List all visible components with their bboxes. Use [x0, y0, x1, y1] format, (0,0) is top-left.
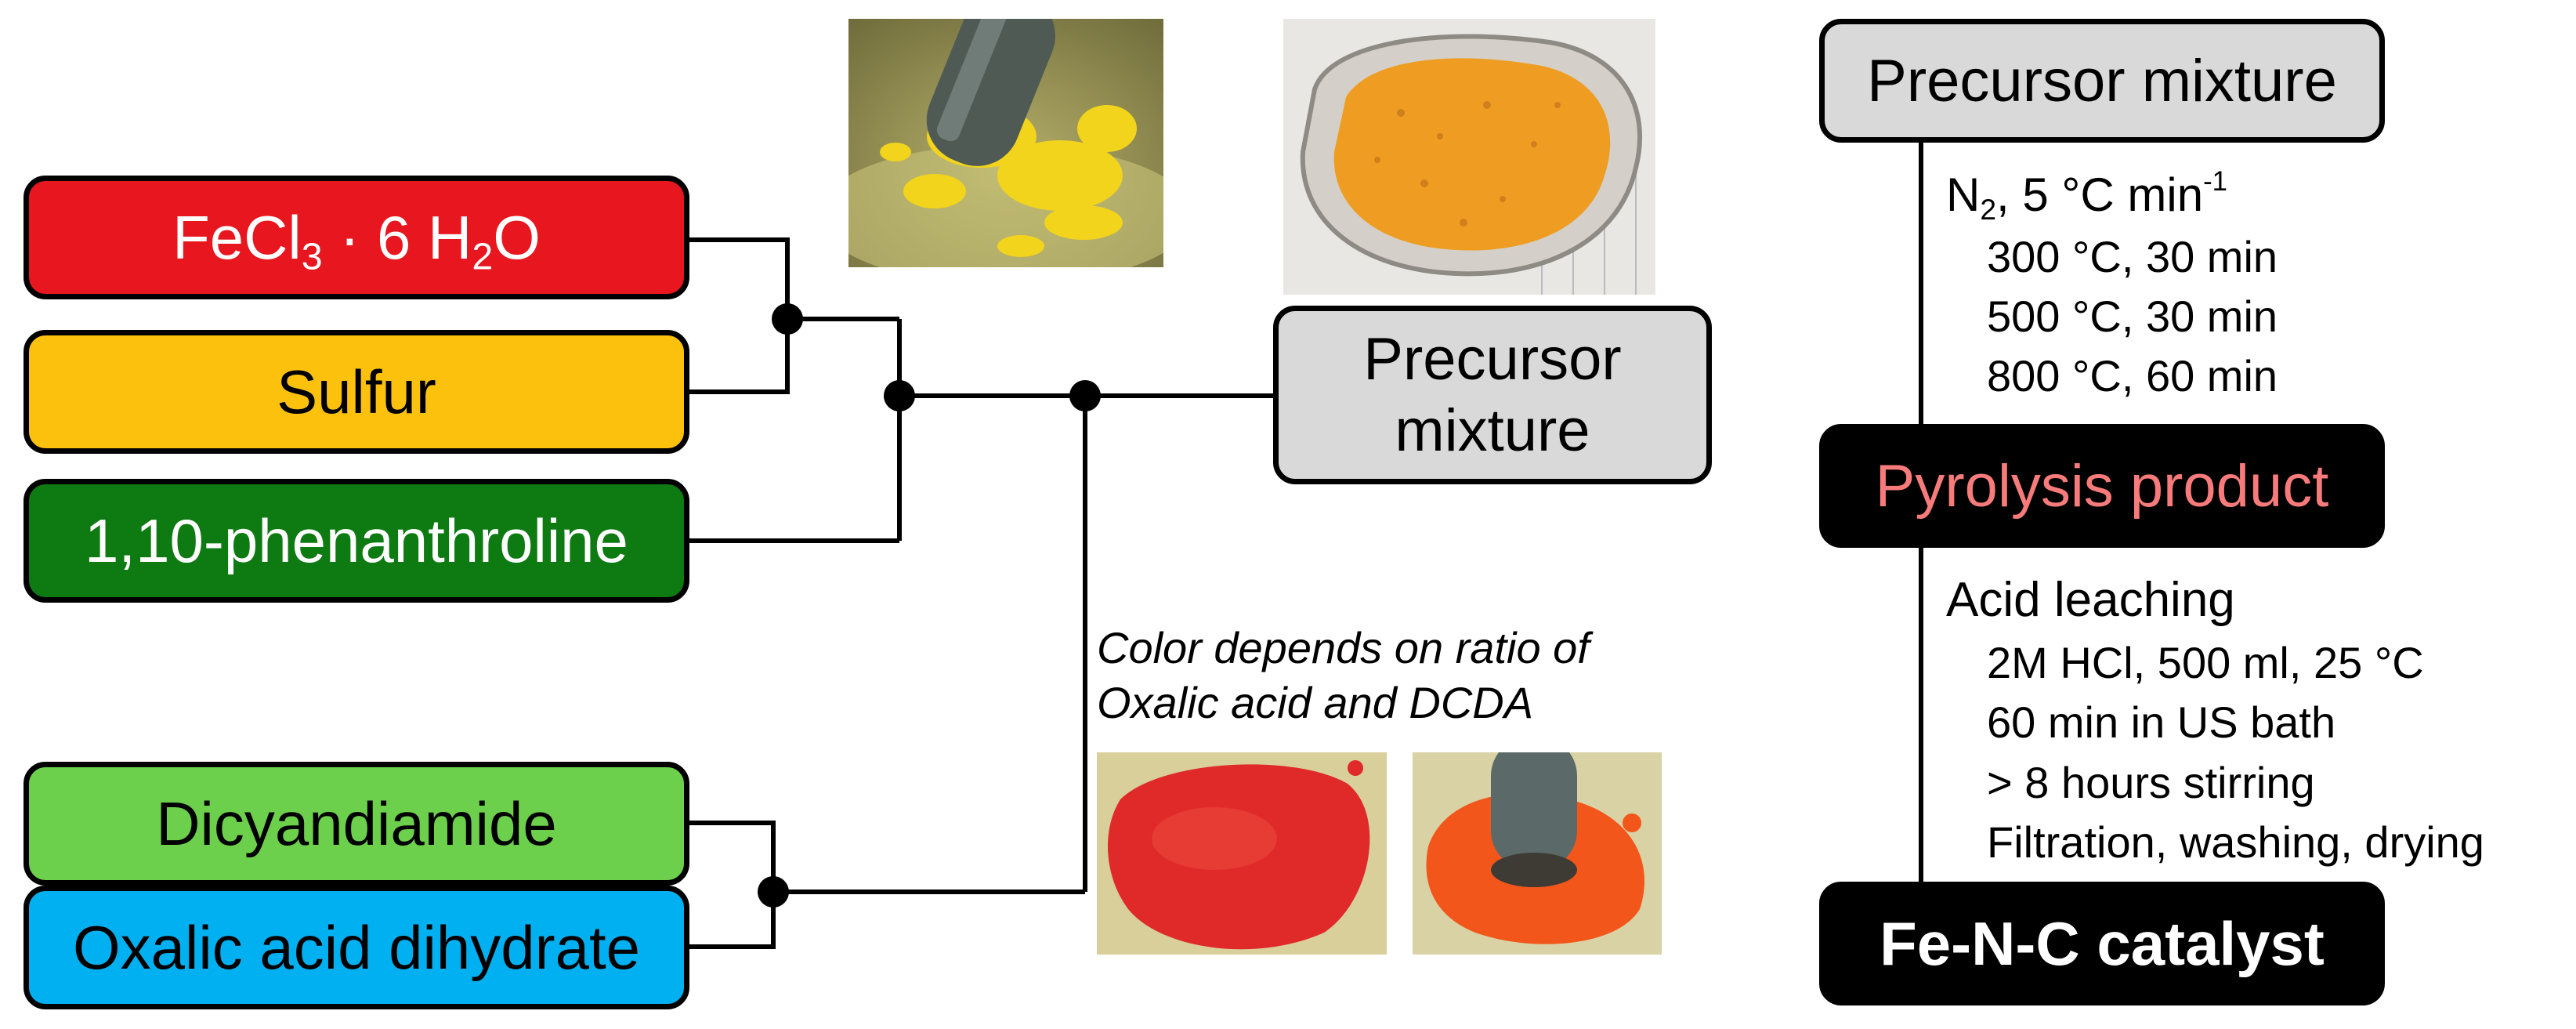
junction-dot-4 — [758, 876, 789, 908]
yellow-mixture-photo — [848, 19, 1163, 267]
pyrolysis-conditions: N2, 5 °C min-1 300 °C, 30 min 500 °C, 30… — [1946, 163, 2278, 406]
junction-dot-3 — [1069, 380, 1101, 411]
oxalic-acid-label: Oxalic acid dihydrate — [72, 912, 640, 982]
fecl3-wire — [688, 237, 790, 319]
precursor-line-1: Precursor — [1363, 325, 1622, 393]
phenanthroline-label: 1,10-phenanthroline — [85, 505, 628, 575]
fe-n-c-catalyst-box: Fe-N-C catalyst — [1819, 882, 2385, 1005]
precursor-line-2: mixture — [1395, 397, 1590, 464]
pyrolysis-step-3: 800 °C, 60 min — [1987, 350, 2278, 400]
junction-dot-2 — [884, 380, 915, 411]
reagent-phenanthroline-box: 1,10-phenanthroline — [24, 479, 689, 603]
pyrolysis-product-label: Pyrolysis product — [1875, 452, 2329, 520]
flow-precursor-label: Precursor mixture — [1867, 47, 2337, 114]
sulfur-label: Sulfur — [277, 357, 436, 426]
dcda-wire — [688, 821, 776, 892]
precursor-mixture-box: Precursor mixture — [1273, 306, 1712, 484]
junction-dot-1 — [772, 303, 803, 335]
leaching-title: Acid leaching — [1946, 573, 2235, 627]
reagent-dicyandiamide-box: Dicyandiamide — [24, 762, 689, 886]
orange-precursor-photo — [1283, 19, 1655, 295]
pyrolysis-product-box: Pyrolysis product — [1819, 424, 2385, 548]
reagent-oxalic-acid-box: Oxalic acid dihydrate — [24, 886, 689, 1009]
leaching-step-2: 60 min in US bath — [1987, 697, 2336, 748]
leaching-step-3: > 8 hours stirring — [1987, 757, 2315, 807]
leaching-step-4: Filtration, washing, drying — [1987, 817, 2484, 867]
pyrolysis-step-1: 300 °C, 30 min — [1987, 231, 2278, 281]
color-note-line-2: Oxalic acid and DCDA — [1097, 678, 1534, 727]
color-note: Color depends on ratio of Oxalic acid an… — [1097, 621, 1590, 730]
leaching-step-1: 2M HCl, 500 ml, 25 °C — [1987, 638, 2424, 688]
orange-red-mixture-photo — [1413, 752, 1662, 955]
reagent-sulfur-box: Sulfur — [24, 330, 689, 454]
red-mixture-photo — [1097, 752, 1387, 955]
pyrolysis-step-2: 500 °C, 30 min — [1987, 291, 2278, 341]
reagent-fecl3-box: FeCl3 · 6 H2O — [24, 176, 689, 299]
flow-precursor-box: Precursor mixture — [1819, 19, 2385, 143]
fe-n-c-catalyst-label: Fe-N-C catalyst — [1880, 908, 2325, 978]
pyrolysis-atmosphere: N2, 5 °C min-1 — [1946, 165, 2228, 226]
leaching-conditions: Acid leaching 2M HCl, 500 ml, 25 °C 60 m… — [1946, 567, 2484, 872]
sulfur-wire — [688, 319, 790, 394]
oxalic-wire — [688, 892, 776, 949]
color-note-line-1: Color depends on ratio of — [1097, 623, 1590, 672]
fecl3-label: FeCl3 · 6 H2O — [172, 202, 541, 278]
dicyandiamide-label: Dicyandiamide — [156, 788, 557, 858]
